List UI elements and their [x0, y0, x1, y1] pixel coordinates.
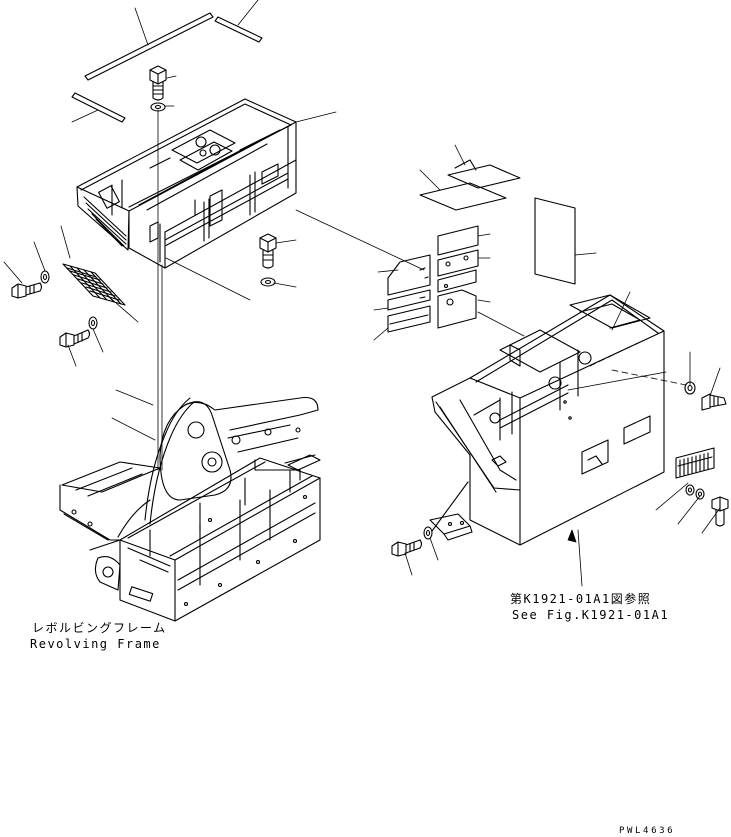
revolving-frame [59, 396, 321, 622]
reference-label-en: See Fig.K1921-01A1 [512, 608, 670, 622]
revolving-frame-label-en: Revolving Frame [30, 637, 161, 651]
upper-cover-assembly [76, 98, 297, 269]
main-cabinet [429, 294, 665, 546]
top-seal-strips [71, 12, 263, 123]
reference-label-jp: 第K1921-01A1図参照 [510, 592, 652, 606]
side-panels [387, 159, 576, 333]
alignment-dashes [589, 341, 687, 386]
leader-lines-left [3, 0, 425, 471]
center-bolt [259, 233, 277, 287]
revolving-frame-label-jp: レボルビングフレーム [32, 621, 167, 635]
right-bolts-and-grill [391, 381, 729, 557]
upper-bolt [149, 65, 167, 112]
left-bolt-and-grill [11, 263, 126, 348]
reference-arrow [567, 529, 577, 543]
drawing-code: PWL4636 [619, 826, 676, 836]
leader-lines-right [373, 144, 721, 587]
